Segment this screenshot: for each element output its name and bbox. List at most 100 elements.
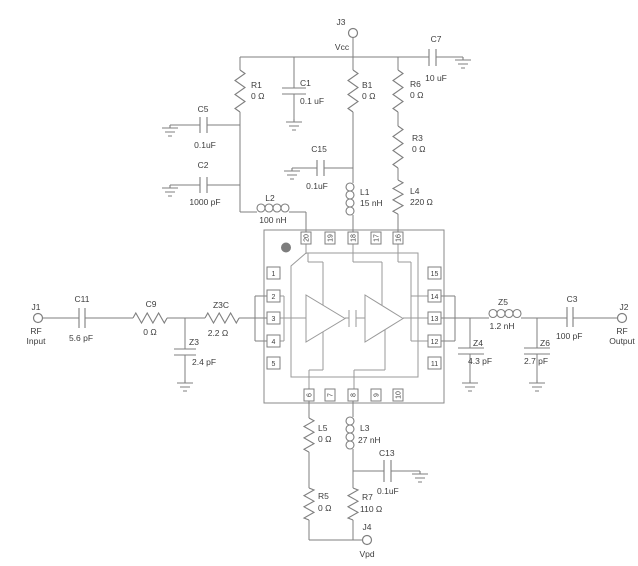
connector-j2: J2 RF Output bbox=[609, 302, 635, 346]
ic-pin-14: 14 bbox=[427, 289, 442, 303]
resistor-r6-ref: R6 bbox=[410, 79, 421, 89]
pin-label-17: 17 bbox=[374, 234, 381, 242]
ground-icon bbox=[528, 379, 546, 392]
resistor-r7-value: 110 Ω bbox=[360, 504, 382, 514]
capacitor-c5-value: 0.1uF bbox=[194, 140, 216, 150]
pin-label-6: 6 bbox=[307, 393, 314, 397]
capacitor-z3: Z3 2.4 pF bbox=[174, 318, 216, 392]
capacitor-c2: C2 1000 pF bbox=[161, 160, 240, 207]
ic-pin-19: 19 bbox=[324, 231, 336, 245]
ic-pin-11: 11 bbox=[427, 356, 442, 370]
pin-label-14: 14 bbox=[431, 294, 439, 301]
inductor-l1: L1 15 nH bbox=[345, 182, 383, 232]
resistor-r3: R3 0 Ω bbox=[392, 125, 425, 180]
capacitor-c3-value: 100 pF bbox=[556, 331, 582, 341]
inductor-l3-ref: L3 bbox=[360, 423, 370, 433]
connector-j4: J4 Vpd bbox=[309, 522, 375, 559]
pin-label-13: 13 bbox=[431, 316, 439, 323]
inductor-l3-value: 27 nH bbox=[358, 435, 381, 445]
ic-pin-3: 3 bbox=[266, 311, 281, 325]
capacitor-c11: C11 5.6 pF bbox=[69, 294, 133, 343]
pin-label-15: 15 bbox=[431, 271, 439, 278]
capacitor-c13: C13 0.1uF bbox=[353, 448, 429, 496]
port-circle-j1 bbox=[32, 312, 44, 324]
inductor-z5-ref: Z5 bbox=[498, 297, 508, 307]
capacitor-symbol bbox=[174, 348, 196, 356]
inductor-l2-ref: L2 bbox=[265, 193, 275, 203]
pin-label-19: 19 bbox=[328, 234, 335, 242]
pin-label-8: 8 bbox=[351, 393, 358, 397]
connector-j1-line1: RF bbox=[30, 326, 41, 336]
resistor-symbol bbox=[302, 417, 316, 453]
capacitor-symbol bbox=[524, 347, 550, 355]
ground-icon bbox=[454, 56, 472, 69]
connector-j2-line2: Output bbox=[609, 336, 635, 346]
resistor-l5: L5 0 Ω bbox=[302, 401, 331, 488]
ground-icon bbox=[176, 379, 194, 392]
interstage-capacitor-icon bbox=[345, 310, 365, 327]
resistor-b1-value: 0 Ω bbox=[362, 91, 375, 101]
port-circle-j4 bbox=[361, 534, 373, 546]
connector-j1: J1 RF Input bbox=[27, 302, 79, 346]
input-pin-bracket bbox=[254, 295, 267, 342]
capacitor-symbol bbox=[282, 87, 306, 95]
capacitor-c15-value: 0.1uF bbox=[306, 181, 328, 191]
pin1-indicator-dot bbox=[281, 242, 291, 253]
pin-label-9: 9 bbox=[374, 393, 381, 397]
ic-internal-wires bbox=[280, 244, 428, 389]
capacitor-c13-value: 0.1uF bbox=[377, 486, 399, 496]
resistor-z3c-value: 2.2 Ω bbox=[208, 328, 229, 338]
capacitor-c2-ref: C2 bbox=[198, 160, 209, 170]
amp-stage2-triangle-icon bbox=[364, 294, 404, 343]
resistor-l4: L4 220 Ω bbox=[391, 179, 433, 232]
capacitor-c3-ref: C3 bbox=[567, 294, 578, 304]
ic-pin-17: 17 bbox=[370, 231, 382, 245]
pin-label-4: 4 bbox=[272, 339, 276, 346]
ic-pin-18: 18 bbox=[347, 231, 359, 245]
net-label-vpd: Vpd bbox=[359, 549, 374, 559]
pin-label-11: 11 bbox=[431, 361, 438, 368]
inductor-symbol bbox=[256, 203, 290, 213]
port-circle-j3 bbox=[347, 27, 359, 39]
pin-label-20: 20 bbox=[304, 234, 311, 242]
capacitor-c13-ref: C13 bbox=[379, 448, 395, 458]
capacitor-z6-ref: Z6 bbox=[540, 338, 550, 348]
capacitor-c15-ref: C15 bbox=[311, 144, 327, 154]
pin-label-7: 7 bbox=[328, 393, 335, 397]
connector-j2-ref: J2 bbox=[620, 302, 629, 312]
resistor-l5-value: 0 Ω bbox=[318, 434, 331, 444]
capacitor-symbol bbox=[566, 307, 574, 327]
ground-icon bbox=[461, 379, 479, 392]
ic-pin-13: 13 bbox=[427, 311, 442, 325]
capacitor-z3-value: 2.4 pF bbox=[192, 357, 216, 367]
pin-label-10: 10 bbox=[396, 391, 403, 399]
capacitor-z6: Z6 2.7 pF bbox=[524, 318, 550, 392]
resistor-c9-value: 0 Ω bbox=[143, 327, 156, 337]
connector-j1-ref: J1 bbox=[32, 302, 41, 312]
ground-icon bbox=[161, 184, 179, 197]
ic-pin-16: 16 bbox=[392, 231, 404, 245]
resistor-z3c-ref: Z3C bbox=[213, 300, 229, 310]
pin-label-2: 2 bbox=[272, 294, 276, 301]
inductor-l1-ref: L1 bbox=[360, 187, 370, 197]
capacitor-symbol bbox=[383, 460, 392, 482]
capacitor-c11-ref: C11 bbox=[75, 294, 90, 304]
ic-pin-2: 2 bbox=[266, 289, 281, 303]
ground-icon bbox=[161, 124, 179, 137]
capacitor-c1-value: 0.1 uF bbox=[300, 96, 324, 106]
connector-j1-line2: Input bbox=[27, 336, 47, 346]
resistor-l5-ref: L5 bbox=[318, 423, 328, 433]
resistor-symbol bbox=[392, 125, 404, 169]
capacitor-c5: C5 0.1uF bbox=[161, 104, 240, 150]
resistor-symbol bbox=[132, 311, 168, 325]
capacitor-c7: C7 10 uF bbox=[425, 34, 472, 83]
inductor-l2-value: 100 nH bbox=[259, 215, 286, 225]
ic-pin-9: 9 bbox=[370, 388, 382, 402]
capacitor-symbol bbox=[199, 117, 208, 133]
pin-label-3: 3 bbox=[272, 316, 276, 323]
capacitor-z4-ref: Z4 bbox=[473, 338, 483, 348]
connector-j3: J3 Vcc bbox=[335, 17, 359, 57]
capacitor-z4: Z4 4.3 pF bbox=[458, 318, 492, 392]
resistor-symbol bbox=[347, 69, 359, 113]
capacitor-c1-ref: C1 bbox=[300, 78, 311, 88]
